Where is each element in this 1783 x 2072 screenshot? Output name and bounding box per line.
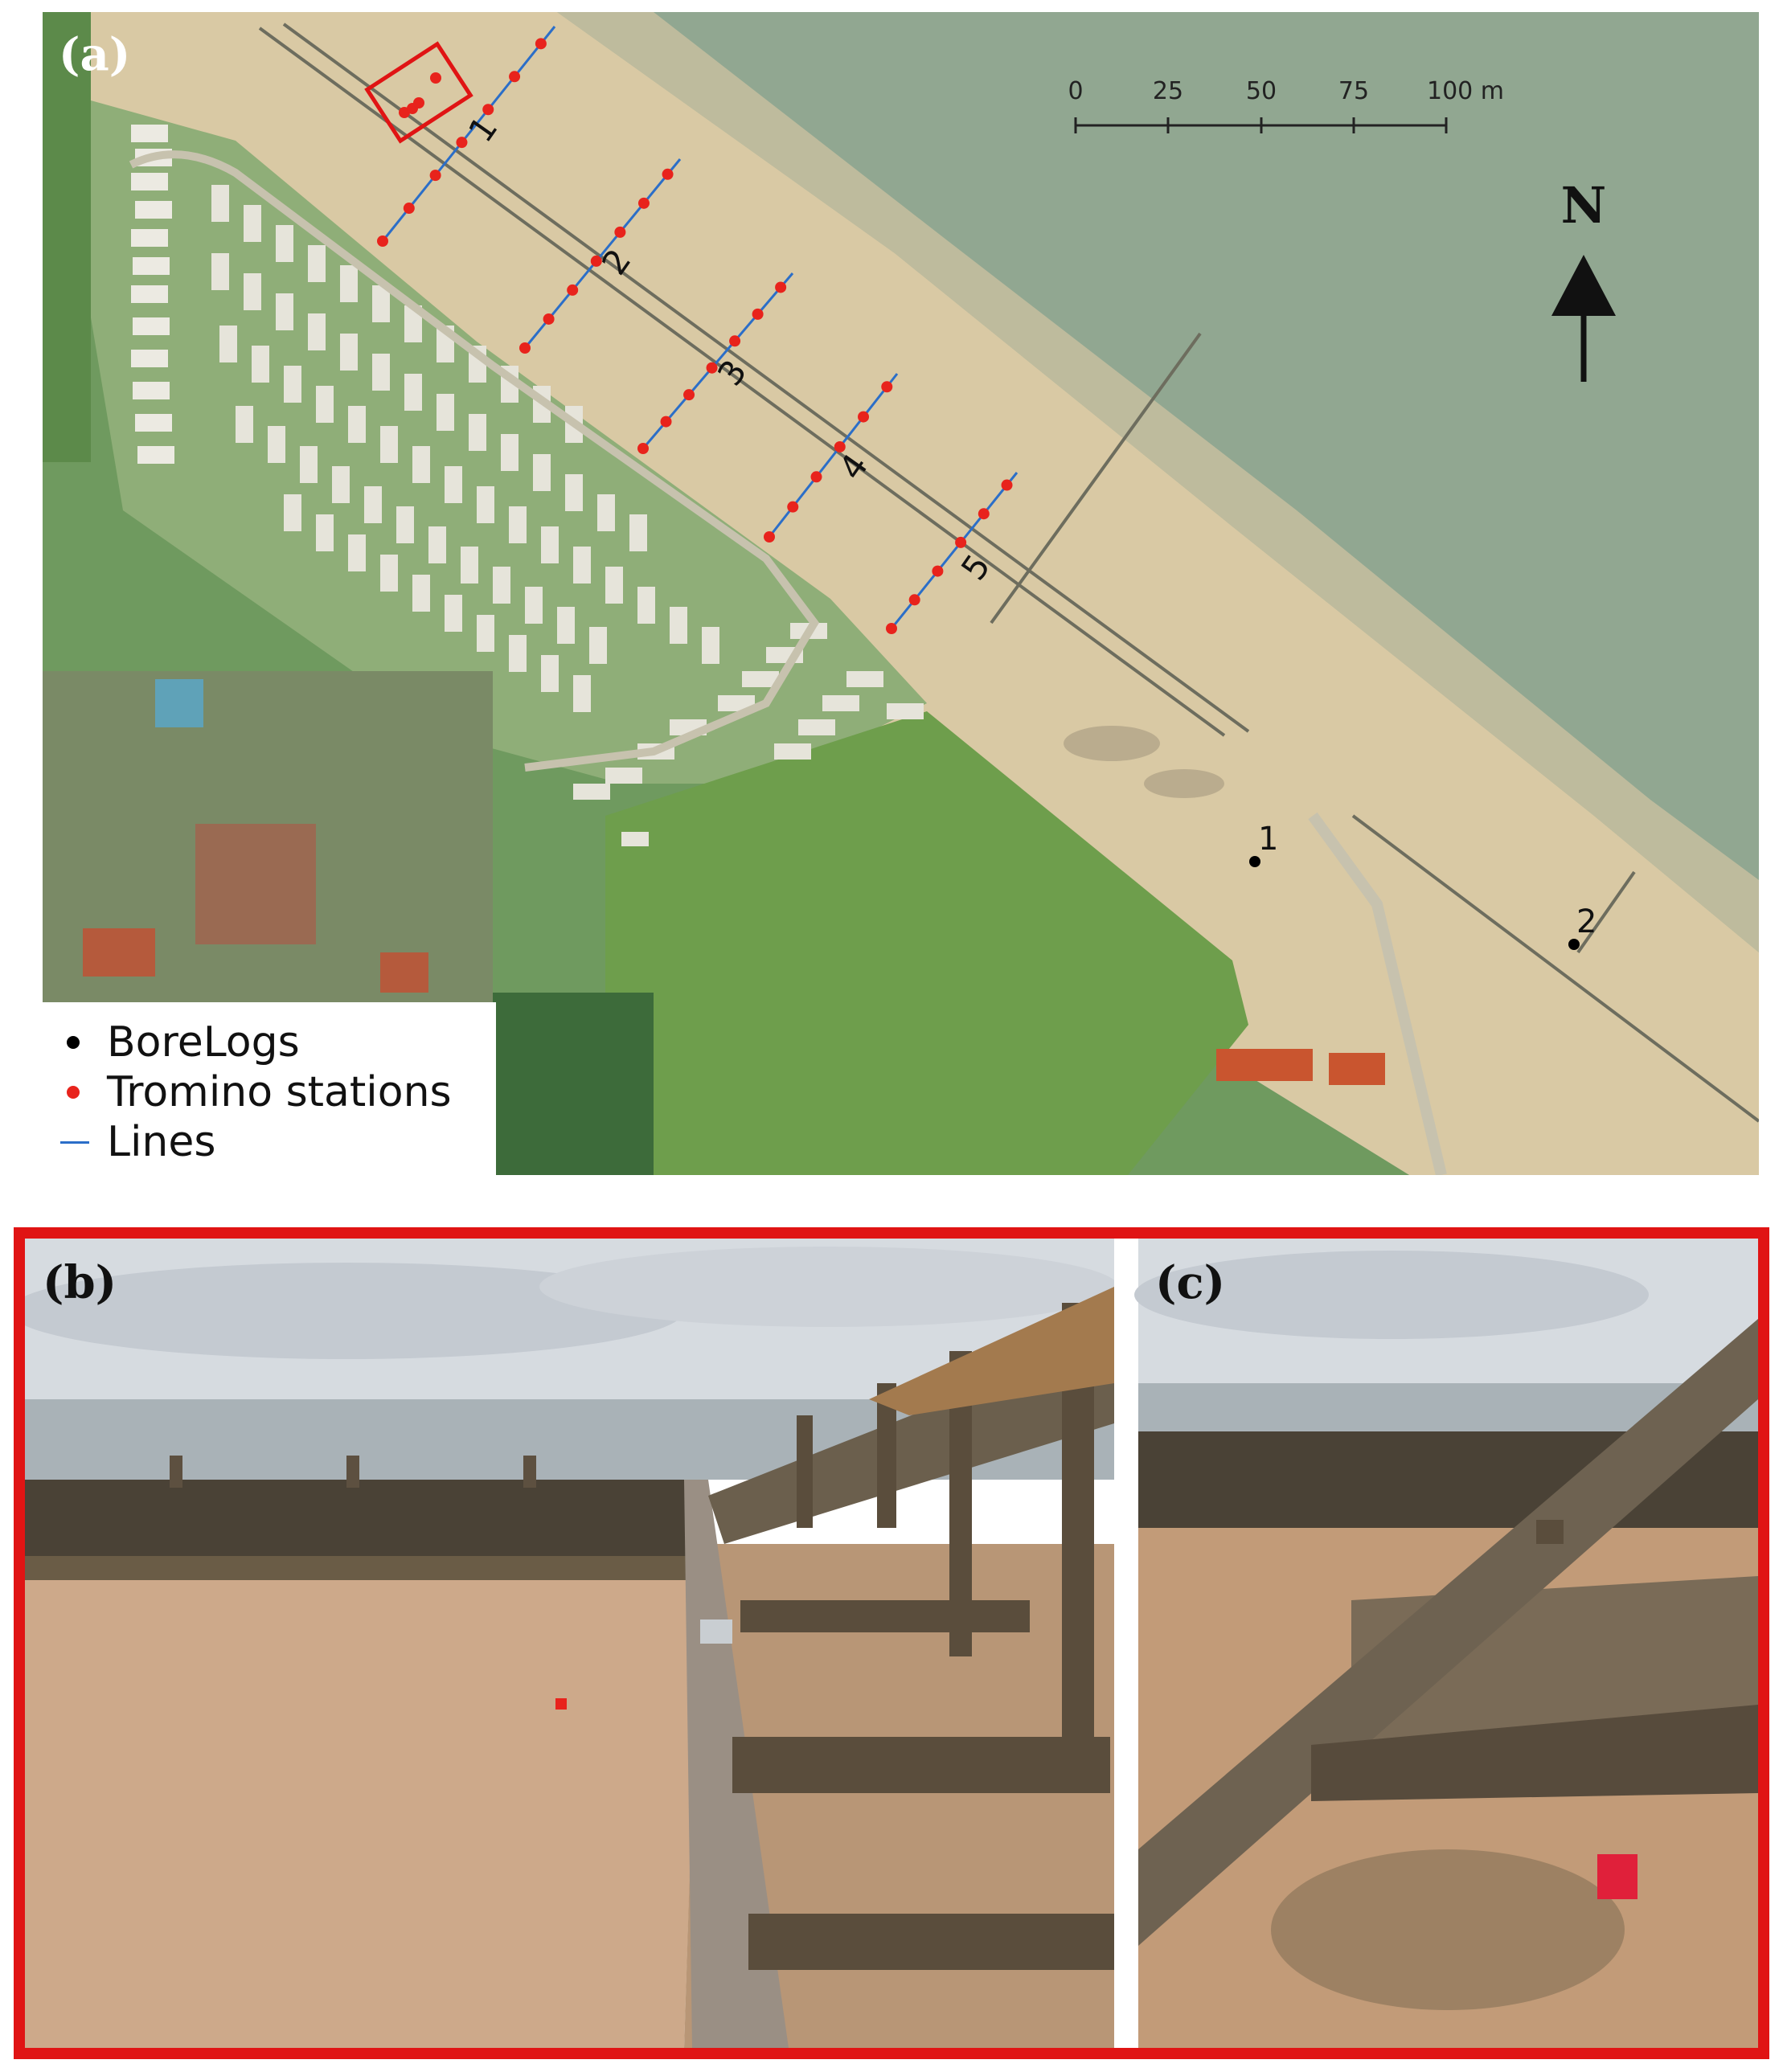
red-dot-icon: [57, 1076, 92, 1108]
legend-item-tromino: Tromino stations: [57, 1068, 452, 1116]
scale-tick-50: 50: [1246, 77, 1277, 105]
north-label: N: [1561, 176, 1607, 235]
tromino-station: [535, 38, 547, 50]
scale-bar: [1074, 117, 1448, 133]
tromino-station: [775, 281, 787, 293]
survey-overlay: 1 2 3 4 5 1 2 0 25 50 75 100 m: [364, 26, 1616, 950]
tromino-station: [1001, 479, 1013, 491]
tromino-station: [858, 411, 870, 423]
tromino-station: [637, 443, 649, 454]
tromino-station: [683, 389, 695, 401]
legend-label-tromino: Tromino stations: [107, 1068, 452, 1116]
survey-line-5: [890, 472, 1019, 629]
tromino-station: [932, 565, 944, 577]
photo-frame: (b) (c): [14, 1227, 1769, 2059]
panel-b-label: (b): [43, 1256, 117, 1309]
highlight-box: [364, 41, 473, 144]
line-label-4: 4: [831, 447, 875, 487]
aerial-map-panel: 1 2 3 4 5 1 2 0 25 50 75 100 m: [43, 12, 1759, 1175]
tromino-station: [834, 440, 846, 452]
tromino-station: [978, 508, 990, 520]
highlight-stations: [399, 72, 441, 118]
tromino-station: [810, 471, 822, 483]
tromino-station: [764, 531, 775, 543]
tromino-station: [729, 335, 741, 347]
tromino-station: [660, 416, 672, 428]
legend-item-borelogs: BoreLogs: [57, 1018, 300, 1067]
tromino-station: [662, 168, 674, 180]
borelog-2: [1568, 939, 1580, 950]
tromino-station: [519, 342, 531, 354]
photo-c: [1134, 1239, 1758, 2048]
tromino-station: [908, 594, 920, 606]
legend-item-lines: Lines: [57, 1118, 215, 1166]
borelog-label-1: 1: [1258, 821, 1278, 858]
photo-b: [25, 1239, 1118, 2048]
blue-line-icon: [57, 1126, 92, 1158]
black-dot-icon: [57, 1026, 92, 1059]
tromino-station: [886, 623, 897, 634]
tromino-station: [881, 381, 893, 393]
tromino-station: [590, 255, 602, 267]
legend-label-borelogs: BoreLogs: [107, 1018, 300, 1067]
tromino-station: [543, 313, 555, 325]
line-label-2: 2: [594, 242, 638, 282]
scale-tick-25: 25: [1153, 77, 1183, 105]
line-label-5: 5: [953, 547, 998, 588]
scale-tick-75: 75: [1338, 77, 1369, 105]
tromino-station: [429, 170, 441, 182]
tromino-station: [509, 71, 521, 83]
tromino-station: [752, 308, 764, 320]
tromino-station: [456, 137, 468, 149]
tromino-station: [706, 362, 718, 374]
line-label-3: 3: [710, 353, 754, 393]
photo-panels: [25, 1239, 1758, 2048]
panel-c-label: (c): [1155, 1256, 1226, 1309]
tromino-station: [567, 284, 579, 296]
aerial-photo: [43, 12, 1759, 1175]
tromino-station: [614, 226, 626, 238]
tromino-station: [637, 197, 650, 209]
tromino-station: [377, 235, 388, 247]
survey-line-4: [768, 373, 899, 538]
scale-tick-0: 0: [1068, 77, 1083, 105]
panel-a-label: (a): [59, 28, 131, 81]
tromino-station: [955, 536, 967, 548]
north-arrow-icon: [1551, 255, 1616, 382]
tromino-station: [787, 501, 799, 513]
legend: BoreLogs Tromino stations Lines: [43, 1002, 496, 1175]
scale-tick-100: 100 m: [1427, 77, 1504, 105]
tromino-station: [403, 203, 415, 215]
borelog-label-2: 2: [1576, 903, 1597, 940]
legend-label-lines: Lines: [107, 1118, 216, 1166]
tromino-station: [482, 104, 494, 116]
borelog-1: [1249, 856, 1260, 867]
